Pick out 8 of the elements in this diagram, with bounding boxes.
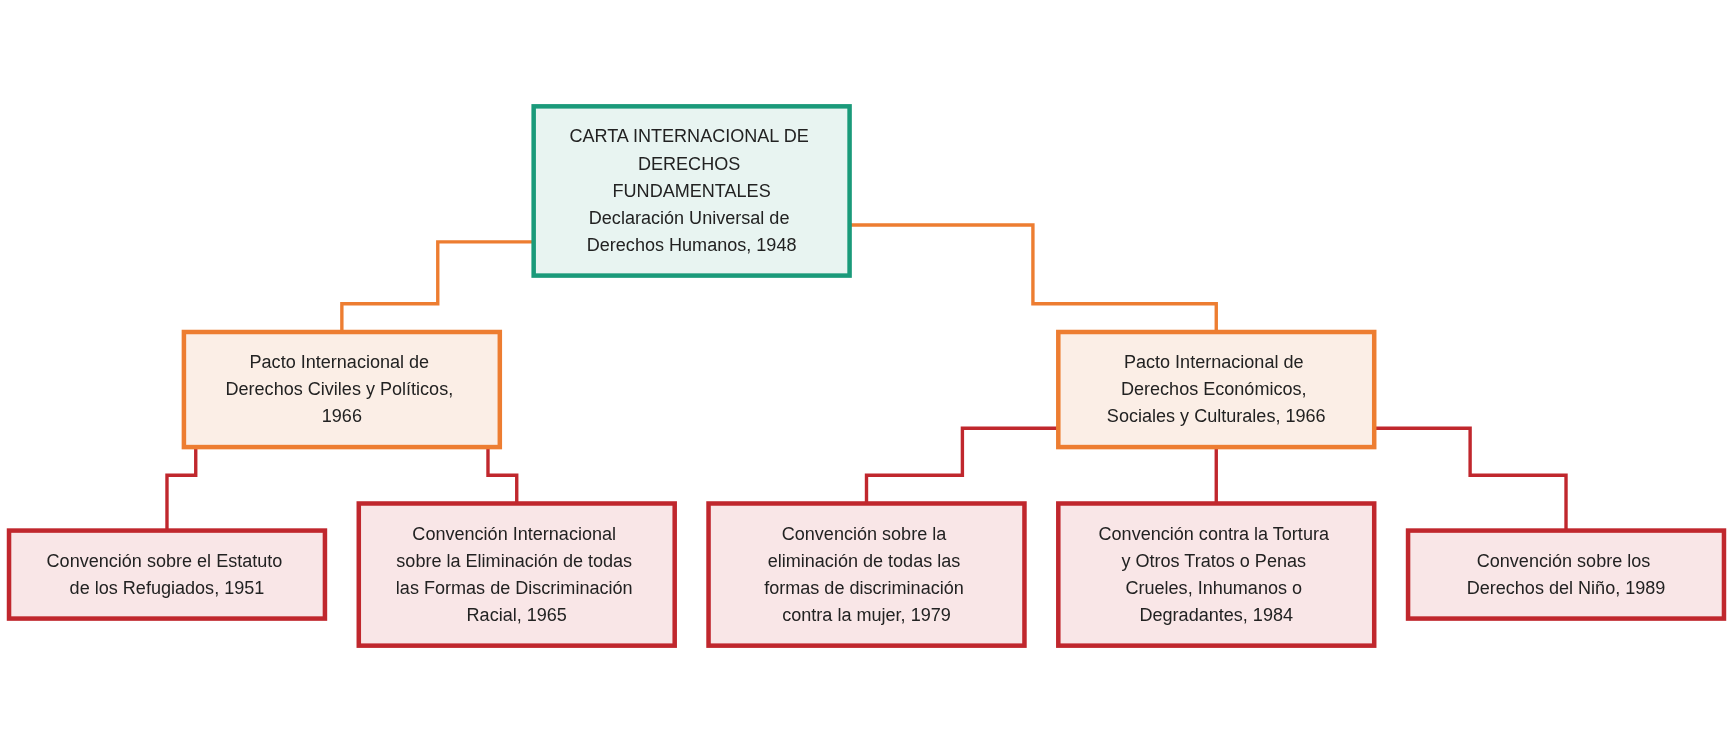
node-box: Pacto Internacional de Derechos Económicos, Sociales y Culturales, 1966 xyxy=(1056,329,1377,450)
node-box: Convención Internacional sobre la Eliminación de todas las Formas de Discriminación Racial, 1965 xyxy=(356,501,677,648)
node-box: Convención contra la Tortura y Otros Tratos o Penas Crueles, Inhumanos o Degradantes, 1984 xyxy=(1056,501,1377,648)
node-box: Convención sobre los Derechos del Niño, 1989 xyxy=(1405,528,1727,621)
node-box: Pacto Internacional de Derechos Civiles y Políticos, 1966 xyxy=(181,329,503,450)
node-box: Convención sobre el Estatuto de los Refugiados, 1951 xyxy=(6,528,328,621)
node-box: CARTA INTERNACIONAL DE DERECHOS FUNDAMENTALES Declaración Universal de Derechos Humanos, 1948 xyxy=(531,104,852,278)
node-box: Convención sobre la eliminación de todas las formas de discriminación contra la mujer, 1979 xyxy=(706,501,1027,648)
